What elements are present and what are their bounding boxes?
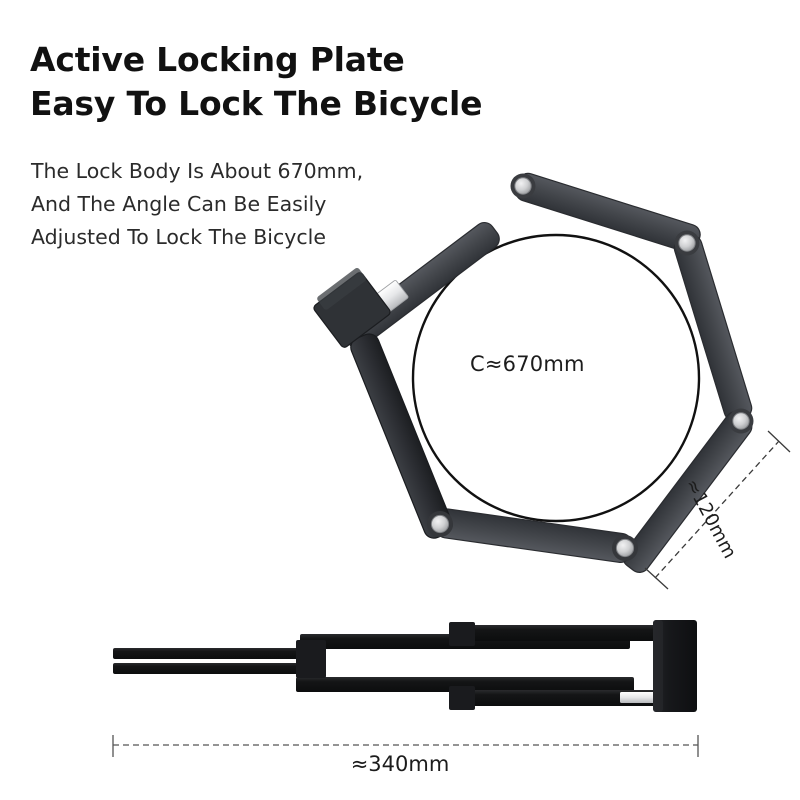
pivot-joint-bottom-left (427, 511, 453, 537)
segment-length-label: ≈120mm (680, 475, 741, 563)
folded-lock-head-edge (653, 620, 663, 712)
circumference-label: C≈670mm (470, 352, 585, 376)
folded-pivot-left (296, 640, 326, 678)
folded-shackle-bolt (620, 692, 668, 703)
page-title: Active Locking Plate Easy To Lock The Bi… (30, 38, 650, 125)
lock-head-housing (313, 267, 391, 348)
folded-bar-left-top (113, 648, 323, 659)
shackle-bolt (346, 280, 409, 335)
lock-bar-top-right (515, 172, 701, 253)
total-length-label: ≈340mm (350, 752, 450, 776)
headline-line-2: Easy To Lock The Bicycle (30, 83, 483, 123)
folded-bar-lower-right (452, 690, 670, 706)
pivot-joint-bottom-right (612, 535, 638, 561)
subtitle-line-1: The Lock Body Is About 670mm, (31, 159, 364, 183)
folded-bar-upper-mid (300, 634, 630, 649)
folded-lock-head (653, 620, 697, 712)
headline-line-1: Active Locking Plate (30, 40, 405, 79)
pivot-joint-upper-right (674, 230, 700, 256)
subtitle-line-2: And The Angle Can Be Easily (31, 192, 327, 217)
folded-bar-lower-mid (296, 677, 634, 692)
pivot-joint-right (728, 408, 754, 434)
folded-bar-upper-right (452, 625, 680, 641)
folded-pivot-right-bottom (449, 686, 475, 710)
pivot-joint-top (510, 173, 536, 199)
lock-bar-bottom (435, 508, 633, 563)
lock-bar-left-lower (350, 333, 453, 539)
folded-lock-view (113, 620, 697, 712)
folded-bar-left-bottom (113, 663, 323, 674)
inscribed-circle (411, 233, 701, 523)
page-subtitle: The Lock Body Is About 670mm, And The An… (31, 155, 461, 255)
lock-bar-right-upper (673, 235, 753, 422)
subtitle-line-3: Adjusted To Lock The Bicycle (31, 225, 326, 250)
folded-pivot-right-top (449, 622, 475, 646)
